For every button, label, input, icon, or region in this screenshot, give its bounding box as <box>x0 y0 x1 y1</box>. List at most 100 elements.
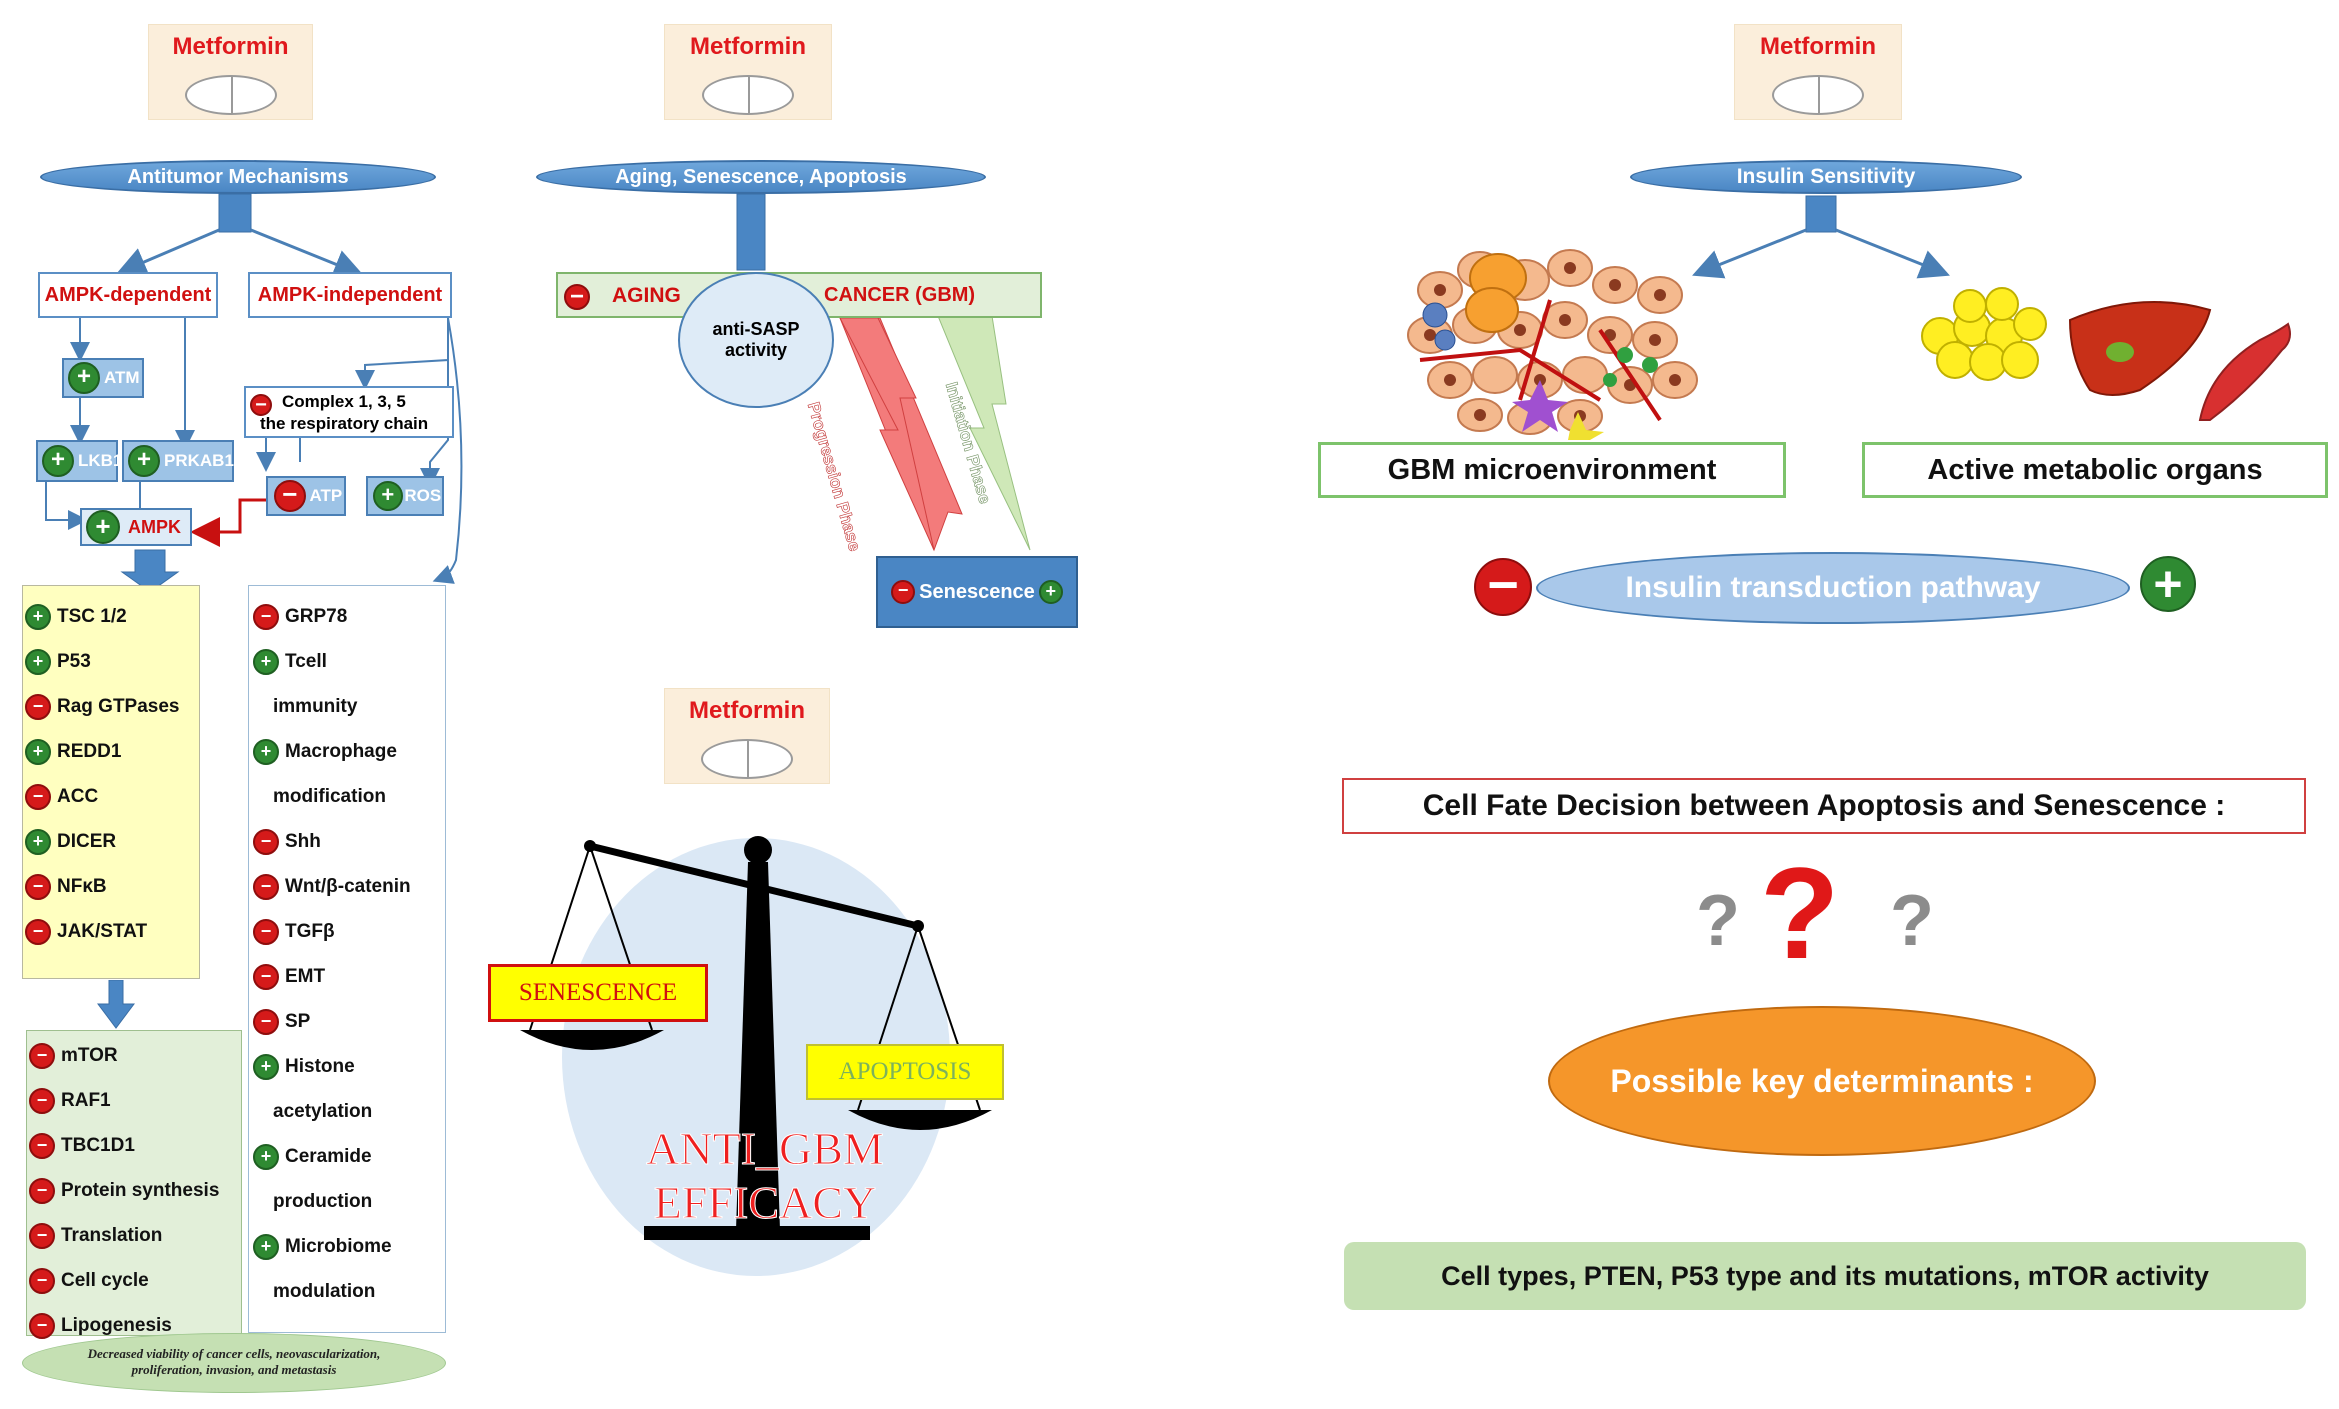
minus-icon: − <box>25 918 51 945</box>
list-item-label: Lipogenesis <box>61 1314 172 1336</box>
pill-icon <box>184 75 277 115</box>
list-item-label: P53 <box>57 650 91 672</box>
list-item: + P53 <box>25 639 199 684</box>
lkb1-label: LKB1 <box>78 451 123 470</box>
efficacy-line1: ANTI_GBM <box>646 1123 885 1175</box>
prkab1-label: PRKAB1 <box>164 451 234 470</box>
ampk-dependent-box: AMPK-dependent <box>38 272 218 318</box>
pill-icon <box>701 739 793 779</box>
list-item-label: Tcell <box>285 650 327 672</box>
list-item-label: immunity <box>273 695 358 717</box>
list-item: −GRP78 <box>253 594 445 639</box>
insulin-transduction-pathway-ellipse: Insulin transduction pathway <box>1536 552 2130 624</box>
list-item-label: modulation <box>273 1280 376 1302</box>
list-item-label: TSC 1/2 <box>57 605 127 627</box>
ampk-box: + AMPK <box>80 508 192 546</box>
list-item: production <box>253 1179 445 1224</box>
list-item-label: production <box>273 1190 373 1212</box>
minus-icon: − <box>1474 558 1532 616</box>
list-item-label: TBC1D1 <box>61 1134 135 1156</box>
list-item: −mTOR <box>29 1033 241 1078</box>
cell-fate-decision-box: Cell Fate Decision between Apoptosis and… <box>1342 778 2306 834</box>
atp-box: − ATP <box>266 476 346 516</box>
list-item-label: Histone <box>285 1055 355 1077</box>
middle-diagram <box>736 193 1031 552</box>
list-item-label: REDD1 <box>57 740 122 762</box>
insulin-sensitivity-ellipse: Insulin Sensitivity <box>1630 160 2022 194</box>
minus-icon: − <box>564 284 590 310</box>
metformin-title: Metformin <box>172 33 289 60</box>
anti-sasp-line2: activity <box>724 340 788 360</box>
list-item-label: SP <box>285 1010 311 1032</box>
cancer-label: CANCER (GBM) <box>824 284 976 306</box>
minus-icon: − <box>253 918 279 945</box>
question-mark-icon: ? <box>1696 881 1740 961</box>
atp-label: ATP <box>309 486 343 505</box>
list-item: −TBC1D1 <box>29 1123 241 1168</box>
down-arrow <box>97 980 135 1029</box>
list-item-label: Cell cycle <box>61 1269 149 1291</box>
complex-line2: the respiratory chain <box>260 414 429 433</box>
prkab1-box: + PRKAB1 <box>122 440 234 482</box>
list-item: −JAK/STAT <box>25 909 199 954</box>
list-item: −RAF1 <box>29 1078 241 1123</box>
minus-icon: − <box>29 1222 55 1249</box>
plus-icon: + <box>42 445 74 477</box>
list-item-label: TGFβ <box>285 920 335 942</box>
minus-icon: − <box>29 1087 55 1114</box>
metformin-label-left: Metformin <box>148 24 313 120</box>
metformin-title: Metformin <box>1760 33 1876 60</box>
ampk-dependent-targets-list: +TSC 1/2+P53−Rag GTPases+REDD1−ACC+DICER… <box>22 585 200 979</box>
list-item: +Ceramide <box>253 1134 445 1179</box>
list-item: +Histone <box>253 1044 445 1089</box>
minus-icon: − <box>25 783 51 810</box>
list-item-label: Translation <box>61 1224 163 1246</box>
list-item-label: GRP78 <box>285 605 348 627</box>
list-item-label: RAF1 <box>61 1089 111 1111</box>
list-item-label: Macrophage <box>285 740 397 762</box>
metformin-title: Metformin <box>689 697 805 724</box>
minus-icon: − <box>253 873 279 900</box>
complex-box: − Complex 1, 3, 5 the respiratory chain <box>244 386 454 438</box>
plus-icon: + <box>253 1233 279 1260</box>
list-item-label: Ceramide <box>285 1145 372 1167</box>
plus-icon: + <box>86 510 120 544</box>
list-item: −ACC <box>25 774 199 819</box>
anti-sasp-circle: anti-SASP activity <box>678 272 834 408</box>
list-item: −Wnt/β-catenin <box>253 864 445 909</box>
lkb1-box: + LKB1 <box>36 440 122 482</box>
plus-icon: + <box>25 648 51 675</box>
minus-icon: − <box>29 1267 55 1294</box>
list-item: −Cell cycle <box>29 1258 241 1303</box>
aging-mechanisms-ellipse: Aging, Senescence, Apoptosis <box>536 160 986 194</box>
metabolic-organs-image <box>1921 287 2291 421</box>
list-item-label: Wnt/β-catenin <box>285 875 411 897</box>
list-item: −Protein synthesis <box>29 1168 241 1213</box>
metformin-label-scale: Metformin <box>664 688 830 784</box>
plus-icon: + <box>253 738 279 765</box>
plus-icon: + <box>128 445 160 477</box>
atm-label: ATM <box>104 368 140 387</box>
minus-icon: − <box>29 1042 55 1069</box>
list-item: + Macrophage <box>253 729 445 774</box>
minus-icon: − <box>29 1177 55 1204</box>
right-connectors <box>1692 195 1950 279</box>
list-item-label: Microbiome <box>285 1235 392 1257</box>
senescence-pan-label: SENESCENCE <box>488 964 708 1022</box>
list-item: +Tcell <box>253 639 445 684</box>
gbm-cells-image <box>1407 249 1698 440</box>
list-item: modulation <box>253 1269 445 1314</box>
list-item: +REDD1 <box>25 729 199 774</box>
pill-icon <box>702 75 794 115</box>
list-item-label: NFκB <box>57 875 107 897</box>
list-item: −Translation <box>29 1213 241 1258</box>
minus-icon: − <box>253 828 279 855</box>
ampk-downstream-list: −mTOR−RAF1−TBC1D1−Protein synthesis−Tran… <box>26 1030 242 1339</box>
metformin-label-middle: Metformin <box>664 24 832 120</box>
gbm-microenvironment-box: GBM microenvironment <box>1318 442 1786 498</box>
metformin-label-right: Metformin <box>1734 24 1902 120</box>
possible-determinants-ellipse: Possible key determinants : <box>1548 1006 2096 1156</box>
plus-icon: + <box>372 481 403 511</box>
plus-icon: + <box>25 603 51 630</box>
